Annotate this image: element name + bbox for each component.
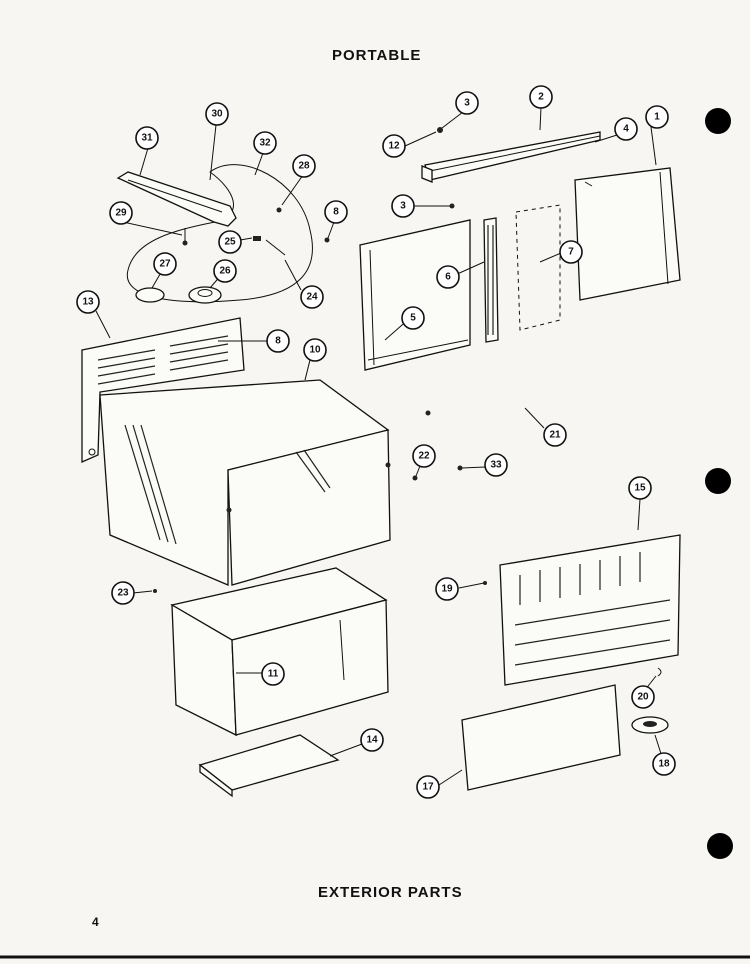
svg-text:26: 26 xyxy=(219,266,231,277)
callout-31: 31 xyxy=(135,126,159,150)
base-pan-group xyxy=(170,567,389,737)
page-number: 4 xyxy=(92,915,99,929)
svg-text:3: 3 xyxy=(464,98,470,109)
svg-text:1: 1 xyxy=(654,112,660,123)
svg-text:18: 18 xyxy=(658,759,670,770)
callout-6: 6 xyxy=(436,265,460,289)
callout-10: 10 xyxy=(303,338,327,362)
callout-19: 19 xyxy=(435,577,459,601)
callout-3-upper: 3 xyxy=(455,91,479,115)
callout-20: 20 xyxy=(631,685,655,709)
svg-text:2: 2 xyxy=(538,92,544,103)
leader-lines xyxy=(95,106,664,786)
front-panel xyxy=(461,684,621,791)
callout-4: 4 xyxy=(614,117,638,141)
svg-text:7: 7 xyxy=(568,247,574,258)
callout-11: 11 xyxy=(261,662,285,686)
callout-3-lower: 3 xyxy=(391,194,415,218)
svg-text:17: 17 xyxy=(422,782,434,793)
clip-hardware xyxy=(425,410,431,416)
callout-7: 7 xyxy=(559,240,583,264)
svg-text:20: 20 xyxy=(637,692,649,703)
binder-hole-middle xyxy=(705,468,731,494)
svg-text:3: 3 xyxy=(400,201,406,212)
screw-22 xyxy=(412,475,418,481)
svg-text:14: 14 xyxy=(366,735,378,746)
svg-text:15: 15 xyxy=(634,483,646,494)
callout-8-upper: 8 xyxy=(324,200,348,224)
callout-17: 17 xyxy=(416,775,440,799)
callout-8-lower: 8 xyxy=(266,329,290,353)
callout-2: 2 xyxy=(529,85,553,109)
callout-26: 26 xyxy=(213,259,237,283)
svg-text:29: 29 xyxy=(115,208,127,219)
callout-1: 1 xyxy=(645,105,669,129)
screw-19 xyxy=(483,581,487,585)
callout-5: 5 xyxy=(401,306,425,330)
callout-21: 21 xyxy=(543,423,567,447)
screw-33 xyxy=(457,465,463,471)
cabinet-top-group xyxy=(81,317,245,463)
binder-hole-bottom xyxy=(707,833,733,859)
control-knob xyxy=(631,716,669,734)
callout-15: 15 xyxy=(628,476,652,500)
svg-text:30: 30 xyxy=(211,109,223,120)
binder-hole-top xyxy=(705,108,731,134)
svg-text:25: 25 xyxy=(224,237,236,248)
svg-text:31: 31 xyxy=(141,133,153,144)
diagram-caption: EXTERIOR PARTS xyxy=(318,884,463,901)
callout-24: 24 xyxy=(300,285,324,309)
callout-14: 14 xyxy=(360,728,384,752)
cabinet-wrapper-group xyxy=(99,379,391,586)
callout-30: 30 xyxy=(205,102,229,126)
callout-22: 22 xyxy=(412,444,436,468)
clip-20 xyxy=(657,667,662,677)
page-title: PORTABLE xyxy=(332,47,422,64)
window-panel-group xyxy=(324,127,681,371)
svg-text:33: 33 xyxy=(490,460,502,471)
front-grille-group xyxy=(499,534,681,686)
svg-text:5: 5 xyxy=(410,313,416,324)
svg-text:32: 32 xyxy=(259,138,271,149)
callout-23: 23 xyxy=(111,581,135,605)
callout-29: 29 xyxy=(109,201,133,225)
svg-text:19: 19 xyxy=(441,584,453,595)
svg-text:11: 11 xyxy=(268,669,279,680)
callout-18: 18 xyxy=(652,752,676,776)
svg-text:21: 21 xyxy=(549,430,561,441)
svg-text:4: 4 xyxy=(623,124,629,135)
callout-32: 32 xyxy=(253,131,277,155)
callout-27: 27 xyxy=(153,252,177,276)
svg-text:24: 24 xyxy=(306,292,318,303)
callout-28: 28 xyxy=(292,154,316,178)
svg-text:13: 13 xyxy=(82,297,94,308)
svg-text:12: 12 xyxy=(388,141,400,152)
svg-text:23: 23 xyxy=(117,588,129,599)
callout-13: 13 xyxy=(76,290,100,314)
callout-12: 12 xyxy=(382,134,406,158)
svg-text:27: 27 xyxy=(159,259,171,270)
svg-text:22: 22 xyxy=(418,451,430,462)
svg-text:10: 10 xyxy=(309,345,321,356)
svg-text:28: 28 xyxy=(298,161,310,172)
screw-23 xyxy=(153,589,157,593)
callout-25: 25 xyxy=(218,230,242,254)
mounting-kit-group xyxy=(116,164,313,304)
drip-tray xyxy=(198,734,340,798)
callout-33: 33 xyxy=(484,453,508,477)
svg-text:6: 6 xyxy=(445,272,451,283)
svg-text:8: 8 xyxy=(275,336,281,347)
svg-text:8: 8 xyxy=(333,207,339,218)
